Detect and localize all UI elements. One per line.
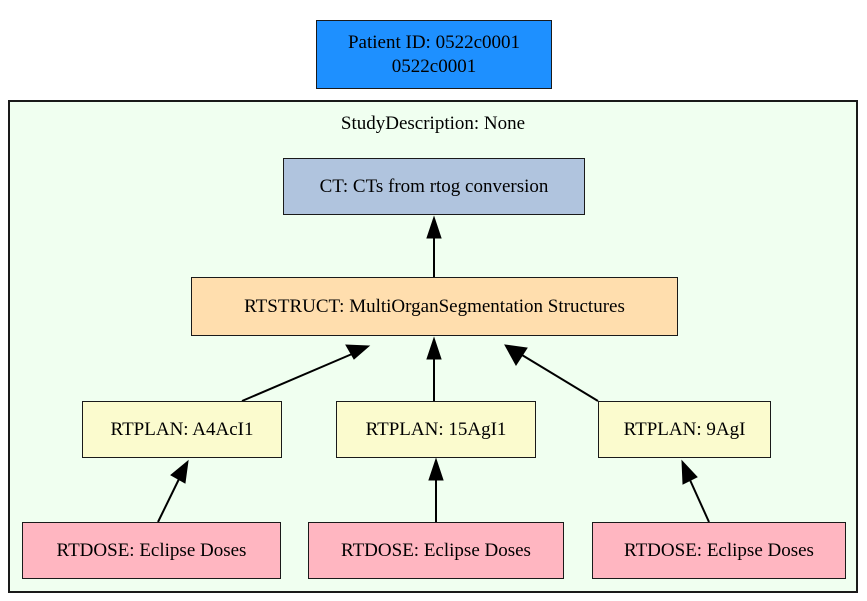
- rtdose-node-0[interactable]: RTDOSE: Eclipse Doses: [22, 522, 281, 579]
- patient-node[interactable]: Patient ID: 0522c0001 0522c0001: [316, 20, 552, 89]
- rtdose-node-1[interactable]: RTDOSE: Eclipse Doses: [308, 522, 564, 579]
- ct-series-node[interactable]: CT: CTs from rtog conversion: [283, 158, 585, 215]
- patient-id-line: Patient ID: 0522c0001: [347, 32, 521, 54]
- study-description-label: StudyDescription: None: [340, 113, 526, 134]
- rtplan-node-2[interactable]: RTPLAN: 9AgI: [598, 401, 771, 458]
- patient-name-line: 0522c0001: [391, 55, 477, 77]
- rtstruct-series-node[interactable]: RTSTRUCT: MultiOrganSegmentation Structu…: [191, 277, 678, 336]
- rtdose-node-2[interactable]: RTDOSE: Eclipse Doses: [592, 522, 846, 579]
- rtplan-node-0[interactable]: RTPLAN: A4AcI1: [82, 401, 282, 458]
- rtplan-node-1[interactable]: RTPLAN: 15AgI1: [336, 401, 536, 458]
